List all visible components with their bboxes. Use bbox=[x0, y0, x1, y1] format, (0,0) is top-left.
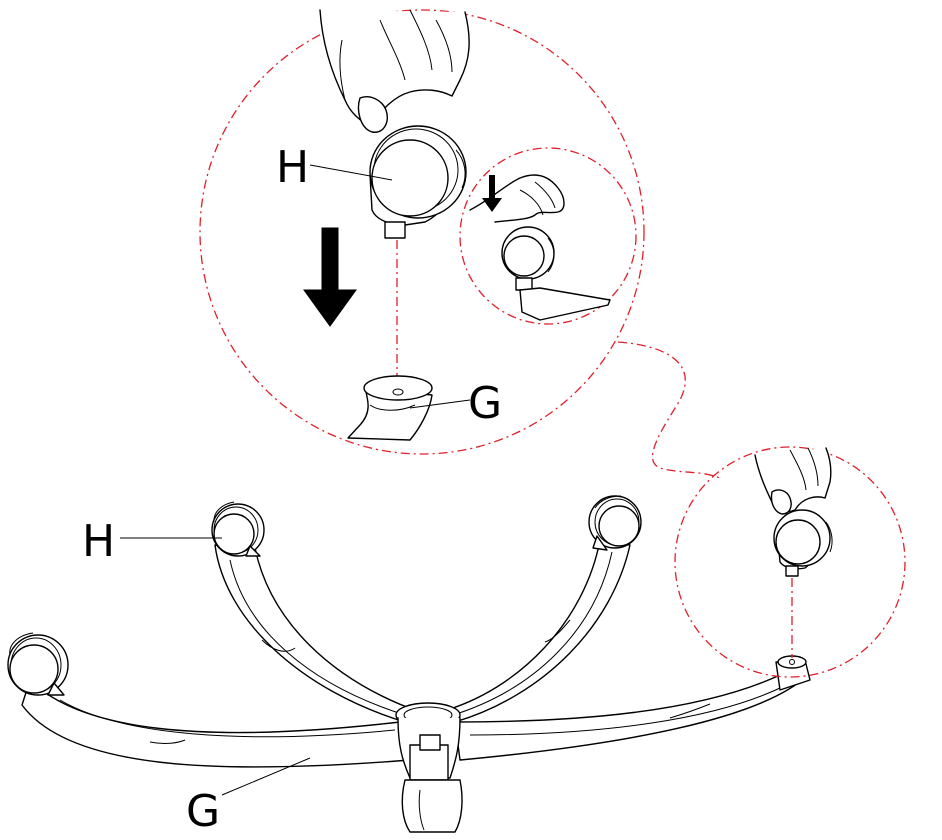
caster-wheel-icon bbox=[7, 495, 642, 696]
inset-callout-circle bbox=[459, 147, 637, 325]
hand-icon bbox=[754, 447, 832, 515]
detail-base-leader bbox=[409, 399, 471, 409]
detail-caster-label: H bbox=[276, 142, 309, 193]
hand-icon bbox=[319, 9, 470, 133]
hand-icon bbox=[469, 174, 565, 223]
main-base-leader bbox=[221, 757, 311, 796]
caster-wheel-icon bbox=[773, 509, 833, 577]
base-arm-end bbox=[347, 375, 433, 441]
detail-base-label: G bbox=[468, 378, 502, 429]
right-callout-circle bbox=[674, 446, 906, 678]
caster-wheel-icon bbox=[369, 125, 467, 239]
down-arrow-icon bbox=[482, 175, 502, 212]
main-caster-label: H bbox=[82, 516, 115, 567]
callout-connector bbox=[617, 341, 721, 479]
down-arrow-icon bbox=[303, 227, 357, 327]
detail-caster-leader bbox=[309, 164, 393, 181]
chair-base bbox=[21, 539, 811, 833]
inset-arm bbox=[519, 287, 611, 321]
main-base-label: G bbox=[186, 786, 220, 837]
caster-wheel-icon bbox=[501, 226, 555, 291]
detail-callout-circle bbox=[199, 9, 645, 455]
